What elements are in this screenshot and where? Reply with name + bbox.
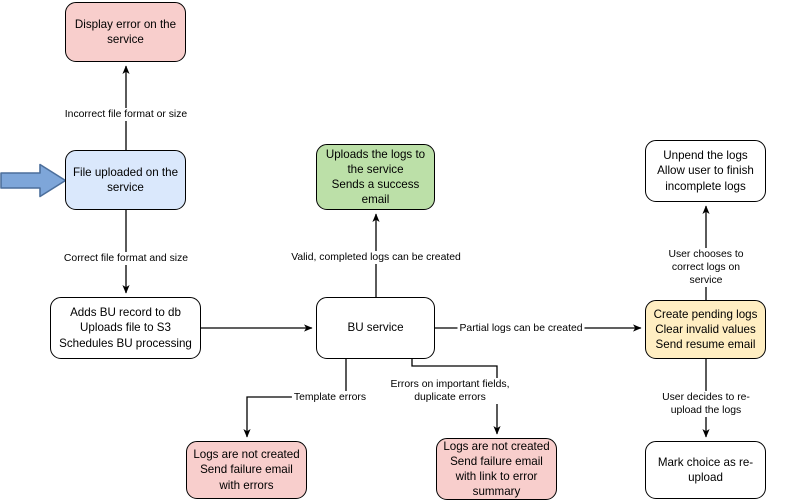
edge-label-incorrect-file-format: Incorrect file format or size xyxy=(62,108,190,121)
edge-label-valid-completed-logs: Valid, completed logs can be created xyxy=(289,251,463,264)
node-mark-choice-as-reupload[interactable]: Mark choice as re- upload xyxy=(645,441,766,499)
node-logs-not-created-error-summary[interactable]: Logs are not created Send failure email … xyxy=(436,438,557,500)
edge-label-correct-file-format: Correct file format and size xyxy=(61,252,191,265)
node-uploads-logs-success[interactable]: Uploads the logs to the service Sends a … xyxy=(316,144,435,210)
node-file-uploaded-on-service[interactable]: File uploaded on the service xyxy=(65,150,186,210)
edge-label-partial-logs: Partial logs can be created xyxy=(457,322,585,335)
node-unpend-logs[interactable]: Unpend the logs Allow user to finish inc… xyxy=(645,140,766,202)
node-display-error[interactable]: Display error on the service xyxy=(65,2,186,62)
node-logs-not-created-template-errors[interactable]: Logs are not created Send failure email … xyxy=(186,441,307,499)
node-adds-bu-record[interactable]: Adds BU record to db Uploads file to S3 … xyxy=(50,297,201,359)
edge-label-errors-important-fields: Errors on important fields, duplicate er… xyxy=(388,378,512,404)
edge-label-user-chooses-correct-logs: User chooses to correct logs on service xyxy=(658,248,754,287)
node-create-pending-logs[interactable]: Create pending logs Clear invalid values… xyxy=(645,300,766,359)
entry-block-arrow xyxy=(0,163,67,203)
node-bu-service[interactable]: BU service xyxy=(316,297,435,359)
edge-label-template-errors: Template errors xyxy=(291,391,369,404)
edge-label-user-decides-reupload: User decides to re-upload the logs xyxy=(658,391,754,417)
